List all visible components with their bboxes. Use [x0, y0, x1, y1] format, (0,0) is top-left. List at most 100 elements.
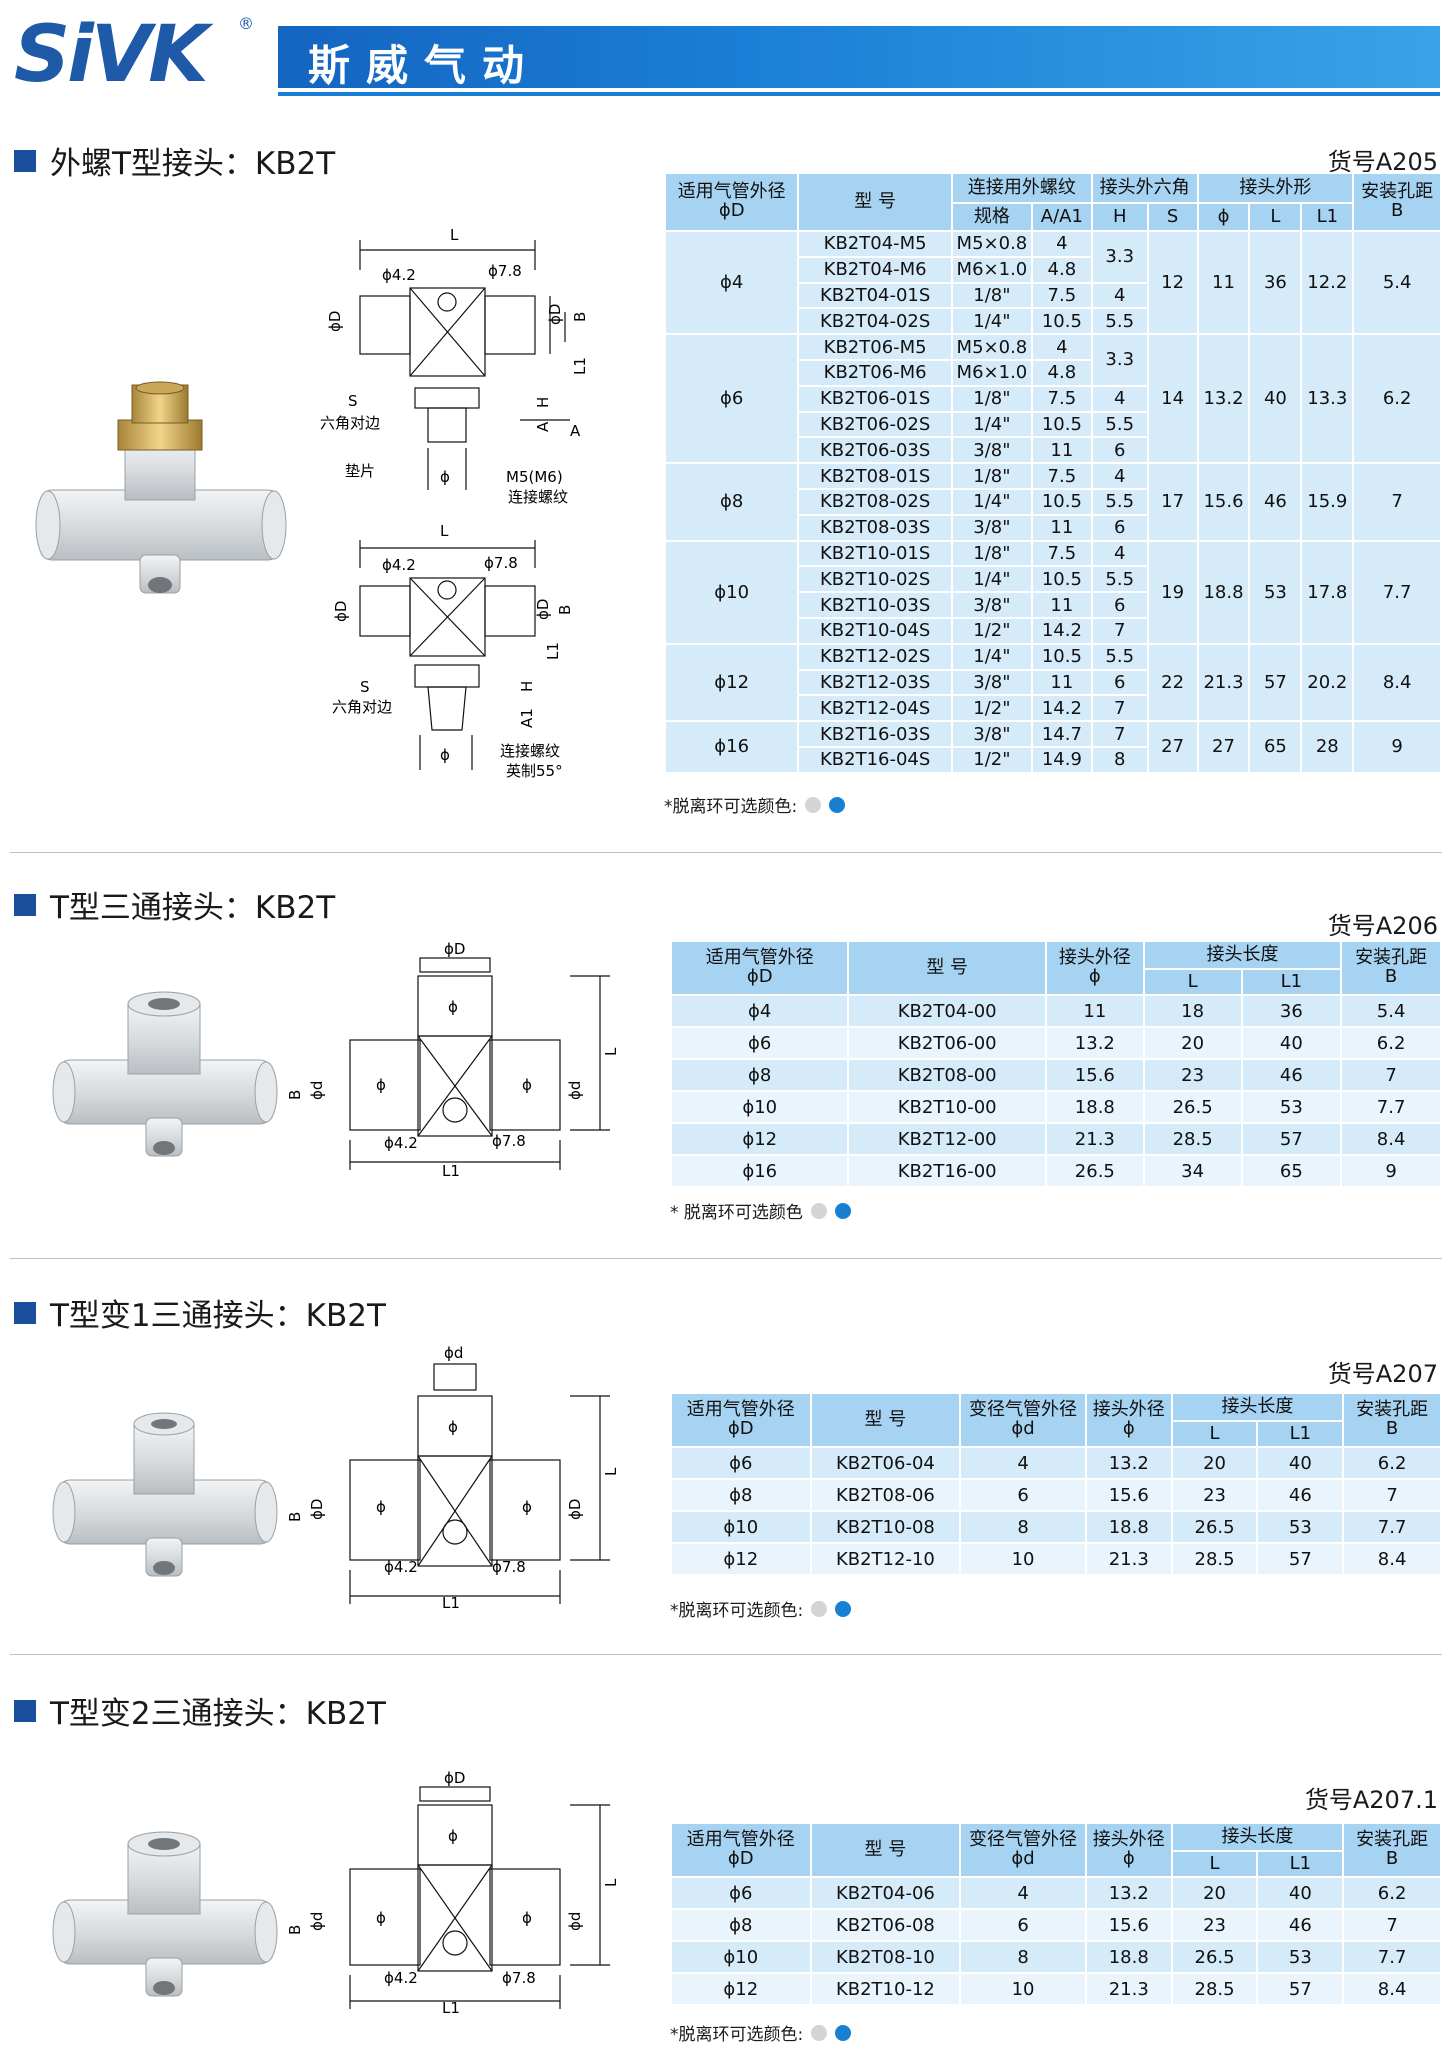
svg-text:ϕ: ϕ: [522, 1909, 532, 1927]
bullet-square-icon: [14, 1699, 36, 1722]
svg-text:六角对边: 六角对边: [320, 414, 380, 432]
gray-color-swatch: [805, 796, 822, 813]
product-photo-reducer1: [52, 1412, 278, 1577]
svg-text:L1: L1: [571, 357, 589, 375]
svg-text:ϕ4.2: ϕ4.2: [382, 266, 416, 284]
ring-color-note: * 脱离环可选颜色: [670, 1198, 851, 1223]
product-photo-tee: [52, 991, 278, 1157]
svg-text:连接螺纹: 连接螺纹: [500, 742, 560, 760]
section-divider: [10, 1258, 1442, 1259]
svg-text:ϕ: ϕ: [522, 1076, 532, 1094]
svg-text:ϕ: ϕ: [376, 1909, 386, 1927]
ring-color-note: *脱离环可选颜色:: [670, 2020, 852, 2045]
section-title: T型变2三通接头：KB2T: [14, 1688, 386, 1733]
svg-text:ϕd: ϕd: [444, 1344, 463, 1362]
svg-text:ϕ: ϕ: [448, 998, 458, 1016]
dimension-drawing-male-tee-bspt: L ϕ4.2 ϕ7.8 ϕD ϕD B L1 S 六角对边 H A1 ϕ 连接螺…: [332, 522, 574, 780]
svg-text:ϕ4.2: ϕ4.2: [384, 1558, 418, 1576]
item-number: 货号A207: [1327, 1360, 1438, 1388]
svg-text:ϕ: ϕ: [440, 746, 450, 764]
svg-text:ϕ7.8: ϕ7.8: [502, 1969, 536, 1987]
product-photo-male-tee: [35, 381, 287, 594]
section-title: T型三通接头：KB2T: [14, 882, 335, 927]
svg-text:B: B: [286, 1925, 304, 1935]
svg-text:B: B: [556, 605, 574, 615]
gray-color-swatch: [811, 2024, 828, 2041]
col-header-hex: 接头外六角: [1090, 172, 1199, 204]
svg-text:ϕ7.8: ϕ7.8: [492, 1132, 526, 1150]
svg-text:L: L: [602, 1878, 620, 1887]
col-header-shape: 接头外形: [1196, 172, 1355, 204]
svg-text:ϕD: ϕD: [326, 311, 344, 332]
svg-text:L: L: [450, 226, 459, 244]
bullet-square-icon: [14, 893, 36, 916]
dimension-drawing-tee: ϕD ϕ L B ϕd ϕd ϕ ϕ ϕ4.2 ϕ7.8 L1: [286, 940, 620, 1180]
ring-color-note: *脱离环可选颜色:: [670, 1596, 852, 1621]
svg-text:ϕ7.8: ϕ7.8: [484, 554, 518, 572]
svg-text:英制55°: 英制55°: [506, 762, 563, 780]
svg-text:ϕD: ϕD: [308, 1499, 326, 1520]
svg-text:L: L: [602, 1047, 620, 1056]
brand-banner: 斯威气动: [278, 26, 1440, 96]
svg-text:ϕd: ϕd: [566, 1912, 584, 1931]
gray-color-swatch: [810, 1202, 827, 1219]
svg-text:ϕD: ϕD: [444, 1769, 465, 1787]
section-divider: [10, 1654, 1442, 1655]
svg-text:L1: L1: [442, 1594, 460, 1610]
svg-text:ϕ4.2: ϕ4.2: [384, 1134, 418, 1152]
product-photo-reducer2: [52, 1831, 278, 1997]
svg-text:A: A: [534, 421, 552, 432]
col-header-thread: 连接用外螺纹: [950, 172, 1093, 204]
item-number: 货号A205: [1327, 148, 1438, 176]
svg-text:ϕ: ϕ: [448, 1418, 458, 1436]
svg-text:L1: L1: [442, 1162, 460, 1180]
svg-text:L1: L1: [442, 1999, 460, 2015]
item-number: 货号A206: [1327, 912, 1438, 940]
bullet-square-icon: [14, 149, 36, 172]
svg-text:ϕ: ϕ: [376, 1076, 386, 1094]
svg-text:B: B: [571, 312, 589, 322]
svg-text:ϕ: ϕ: [440, 468, 450, 486]
svg-text:A: A: [570, 422, 581, 440]
brand-name: 斯威气动: [308, 41, 541, 90]
svg-text:ϕD: ϕD: [534, 599, 552, 620]
svg-text:L1: L1: [544, 642, 562, 660]
section-title: 外螺T型接头：KB2T: [14, 138, 335, 183]
svg-text:ϕD: ϕD: [546, 304, 564, 325]
svg-text:M5(M6): M5(M6): [506, 468, 563, 486]
svg-text:ϕd: ϕd: [566, 1081, 584, 1100]
svg-text:垫片: 垫片: [345, 462, 375, 480]
svg-text:A1: A1: [518, 708, 536, 728]
svg-text:L: L: [602, 1467, 620, 1476]
